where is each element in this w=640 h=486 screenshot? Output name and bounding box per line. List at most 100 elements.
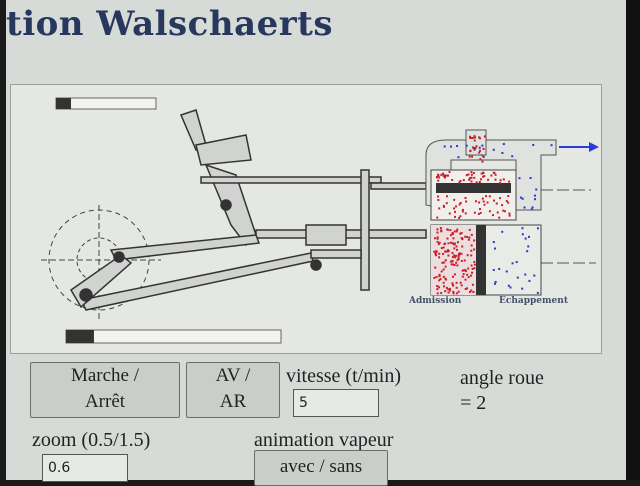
steam-particle [470,264,473,267]
steam-particle [451,179,454,182]
avec-sans-button[interactable]: avec / sans [254,450,388,486]
steam-particle [453,207,456,210]
steam-particle [455,286,458,289]
steam-particle [536,227,539,230]
cylinder [425,129,599,296]
steam-particle [536,291,539,294]
steam-particle [457,256,460,259]
steam-particle [470,233,473,236]
screen: tion Walschaerts [6,0,628,486]
top-progress-fill [56,98,71,109]
steam-particle [466,273,469,276]
steam-particle [455,254,458,257]
steam-particle [479,158,482,161]
steam-particle [492,269,495,272]
bottom-progress-fill [66,330,94,343]
steam-particle [508,180,511,183]
steam-particle [478,201,481,204]
steam-particle [494,178,497,181]
steam-particle [436,292,439,295]
echappement-caption: Echappement [499,296,569,306]
steam-particle [469,177,472,180]
steam-particle [524,237,527,240]
steam-particle [494,280,497,283]
steam-particle [440,229,443,232]
steam-particle [473,135,476,138]
steam-particle [481,160,484,163]
steam-particle [442,246,445,249]
steam-particle [478,181,481,184]
steam-particle [482,175,485,178]
vitesse-input[interactable]: 5 [293,389,379,417]
steam-particle [446,237,449,240]
screen-bezel [626,0,640,480]
marche-arret-line2: Arrêt [84,391,126,412]
steam-particle [455,230,458,233]
steam-particle [482,200,485,203]
steam-particle [470,176,473,179]
steam-particle [439,227,442,230]
steam-particle [436,237,439,240]
steam-particle [516,276,519,279]
steam-particle [483,135,486,138]
steam-particle [481,144,484,147]
steam-particle [464,235,467,238]
steam-particle [499,197,502,200]
steam-particle [451,242,454,245]
av-ar-button[interactable]: AV / AR [186,362,280,418]
steam-particle [471,155,474,158]
steam-particle [465,144,468,147]
steam-particle [438,252,441,255]
steam-particle [452,237,455,240]
steam-particle [444,290,447,293]
steam-particle [521,233,524,236]
steam-particle [478,207,481,210]
steam-particle [550,144,553,147]
steam-particle [531,206,534,209]
steam-particle [527,235,530,238]
steam-particle [524,273,527,276]
steam-particle [447,242,450,245]
steam-particle [470,171,473,174]
steam-particle [436,216,439,219]
steam-particle [438,176,441,179]
steam-particle [469,290,472,293]
steam-particle [482,155,485,158]
steam-particle [446,195,449,198]
steam-particle [436,285,439,288]
steam-particle [492,148,495,151]
steam-particle [464,196,467,199]
steam-particle [465,200,468,203]
steam-particle [434,237,437,240]
steam-particle [443,175,446,178]
steam-particle [470,274,473,277]
steam-particle [507,284,510,287]
steam-particle [442,205,445,208]
steam-particle [473,147,476,150]
steam-particle [473,148,476,151]
marche-arret-button[interactable]: Marche / Arrêt [30,362,180,418]
valve-gear-canvas[interactable]: Admission Echappement [10,84,602,354]
steam-particle [442,268,445,271]
steam-particle [451,275,454,278]
steam-particle [451,255,454,258]
steam-particle [436,228,439,231]
steam-particle [460,232,463,235]
steam-particle [482,147,485,150]
steam-particle [460,252,463,255]
steam-particle [456,264,459,267]
steam-particle [452,263,455,266]
zoom-input[interactable]: 0.6 [42,454,128,482]
steam-particle [471,267,474,270]
steam-particle [521,227,524,230]
steam-particle [435,250,438,253]
angle-roue-label: angle roue [460,367,544,389]
steam-particle [461,245,464,248]
steam-particle [487,178,490,181]
steam-particle [473,260,476,263]
steam-particle [464,288,467,291]
steam-particle [480,172,483,175]
steam-particle [479,211,482,214]
steam-particle [498,267,501,270]
steam-particle [521,287,524,290]
